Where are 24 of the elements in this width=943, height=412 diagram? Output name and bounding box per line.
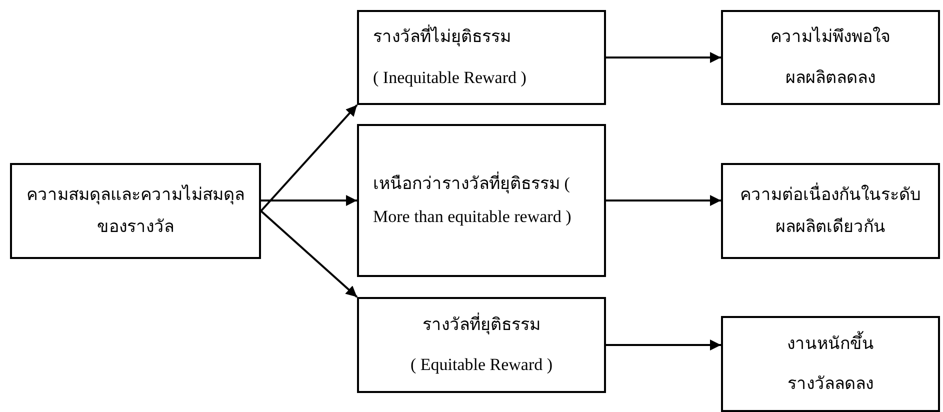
box-text: ความสมดุลและความไม่สมดุลของรางวัล: [26, 184, 245, 238]
arrow: [260, 104, 358, 212]
process-box: [357, 124, 606, 277]
box-text: รางวัลที่ไม่ยุติธรรม: [373, 21, 511, 54]
box-text: ( Equitable Reward ): [410, 354, 553, 376]
box-text: รางวัลที่ยุติธรรม: [422, 312, 540, 336]
box-text: ความต่อเนื่องกันในระดับผลผลิตเดียวกัน: [739, 182, 922, 238]
arrow: [261, 195, 357, 206]
arrow: [260, 210, 358, 298]
arrow: [606, 195, 721, 206]
process-box: [357, 10, 606, 105]
box-text: ความไม่พึงพอใจ: [770, 26, 890, 48]
box-text: รางวัลลดลง: [788, 373, 874, 395]
arrow: [606, 340, 721, 350]
box-text: เหนือกว่ารางวัลที่ยุติธรรม ( More than equitable reward ): [373, 168, 590, 233]
process-box: [721, 10, 940, 105]
arrow: [606, 52, 721, 63]
box-text: ( Inequitable Reward ): [373, 66, 526, 89]
process-box: [10, 163, 261, 259]
box-text: งานหนักขึ้น: [787, 328, 874, 360]
process-box: [721, 163, 940, 259]
box-text: ผลผลิตลดลง: [786, 66, 876, 88]
process-box: [721, 316, 940, 412]
process-box: [357, 297, 606, 393]
